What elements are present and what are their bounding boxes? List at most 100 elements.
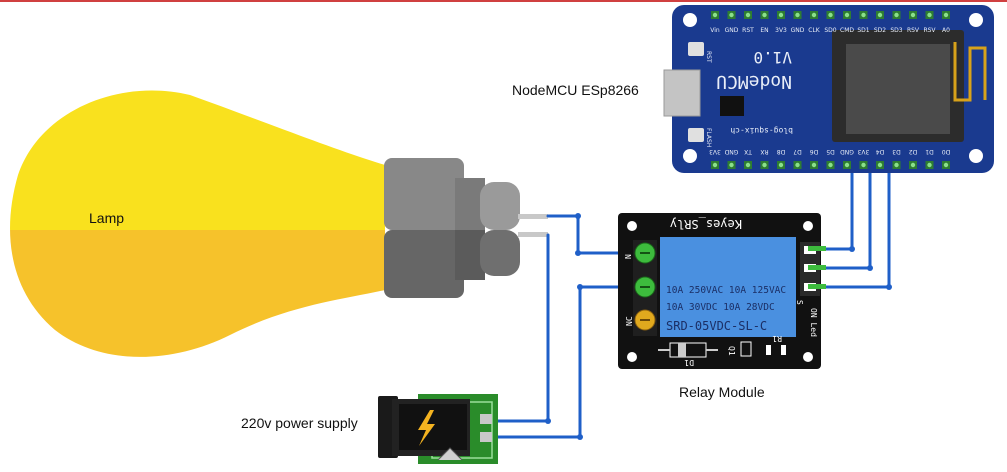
top-header-pin-label: CLK bbox=[808, 27, 821, 34]
top-header-pin-dot bbox=[844, 12, 850, 18]
top-header-pin-dot bbox=[877, 12, 883, 18]
bottom-header-pin-dot bbox=[712, 162, 718, 168]
top-header-pin-dot bbox=[910, 12, 916, 18]
top-header-pin-dot bbox=[712, 12, 718, 18]
bottom-header-pin-dot bbox=[910, 162, 916, 168]
top-header-pin-dot bbox=[762, 12, 767, 18]
top-header-pin-dot bbox=[795, 12, 800, 18]
bottom-header-pin-label: D3 bbox=[892, 148, 901, 155]
s-label: S bbox=[795, 300, 804, 305]
bottom-header-pin-dot bbox=[828, 162, 833, 168]
nc-label: NC bbox=[625, 316, 634, 326]
wire-relay-com-to-supply bbox=[496, 285, 645, 439]
bottom-header-pin-label: D7 bbox=[793, 148, 802, 155]
no-label: N bbox=[624, 254, 633, 259]
power-supply-label: 220v power supply bbox=[241, 415, 358, 431]
wire-joints bbox=[545, 213, 892, 440]
r1-label: R1 bbox=[772, 334, 782, 343]
socket-pin-top bbox=[518, 214, 548, 219]
top-header-pin-label: CMD bbox=[840, 27, 854, 34]
top-header-pin-label: 3V3 bbox=[775, 27, 787, 34]
bottom-header-pin-label: D5 bbox=[826, 148, 835, 155]
nodemcu-title: NodeMCU bbox=[716, 71, 792, 92]
bottom-header-pin-label: D0 bbox=[942, 148, 951, 155]
wire-relay-vcc-to-mcu bbox=[816, 168, 872, 270]
top-header-pin-label: SD2 bbox=[874, 27, 886, 34]
top-header-pin-dot bbox=[943, 12, 949, 18]
bottom-header-pin-dot bbox=[811, 162, 817, 168]
bulb-bottom-half bbox=[10, 230, 386, 357]
relay-rating-1: 10A 250VAC 10A 125VAC bbox=[666, 285, 786, 296]
bottom-header-pin-label: D2 bbox=[909, 148, 918, 155]
relay-module: 10A 250VAC 10A 125VAC 10A 30VDC 10A 28VD… bbox=[618, 213, 826, 369]
top-header-pin-label: RSV bbox=[923, 27, 936, 34]
bottom-header-pin-label: D6 bbox=[810, 148, 819, 155]
bottom-header-pin-label: RX bbox=[760, 148, 768, 155]
relay-brand: Keyes_SRly bbox=[670, 217, 742, 231]
transistor-q1 bbox=[740, 341, 752, 357]
d1-label: D1 bbox=[684, 358, 694, 367]
bottom-header-pin-label: GND bbox=[724, 148, 738, 155]
lightning-icon bbox=[418, 410, 435, 446]
bottom-header-pin-dot bbox=[943, 162, 949, 168]
top-header-pin-label: RST bbox=[742, 27, 754, 34]
socket-pin-bottom bbox=[518, 232, 548, 237]
bulb-top-half bbox=[10, 90, 386, 230]
lamp-bulb bbox=[10, 90, 386, 357]
top-header-pin-dot bbox=[778, 12, 784, 18]
top-header-pin-label: GND bbox=[725, 27, 739, 34]
bottom-header-pin-dot bbox=[861, 162, 866, 168]
bottom-header-pin-dot bbox=[778, 162, 784, 168]
top-header-pin-dot bbox=[745, 12, 751, 18]
top-header-pin-dot bbox=[828, 12, 833, 18]
top-header-pin-label: SD1 bbox=[857, 27, 869, 34]
bottom-header-pin-label: 3V3 bbox=[857, 148, 869, 155]
bottom-header-pin-dot bbox=[729, 162, 734, 168]
top-header-pin-label: SD0 bbox=[824, 27, 836, 34]
led-label: ON Led bbox=[809, 308, 818, 337]
top-header-pin-dot bbox=[861, 12, 866, 18]
top-header-pin-dot bbox=[894, 12, 899, 18]
relay-rating-2: 10A 30VDC 10A 28VDC bbox=[666, 302, 775, 313]
rst-label: RST bbox=[705, 51, 712, 63]
relay-body bbox=[660, 237, 796, 337]
flash-label: FLASH bbox=[705, 128, 712, 147]
bottom-header-pin-dot bbox=[877, 162, 883, 168]
top-header-pin-label: A0 bbox=[942, 27, 950, 34]
top-header-pin-dot bbox=[927, 12, 932, 18]
bottom-header-pin-label: GND bbox=[840, 148, 854, 155]
bottom-header-pin-label: D1 bbox=[925, 148, 934, 155]
top-header-pin-label: EN bbox=[760, 27, 768, 34]
top-header-pin-label: SD3 bbox=[890, 27, 902, 34]
bottom-header-pin-label: 3V3 bbox=[709, 148, 721, 155]
flash-button bbox=[688, 128, 704, 142]
relay-module-label: Relay Module bbox=[679, 384, 765, 400]
bottom-header-pin-label: D4 bbox=[876, 148, 885, 155]
usb-port bbox=[663, 69, 701, 117]
bottom-header-pin-dot bbox=[762, 162, 767, 168]
relay-model: SRD-05VDC-SL-C bbox=[666, 319, 767, 333]
bottom-header-pin-label: TX bbox=[744, 148, 753, 155]
q1-label: Q1 bbox=[727, 346, 736, 356]
bottom-header-pin-dot bbox=[795, 162, 800, 168]
wire-lamp-to-relay-no bbox=[546, 214, 645, 255]
top-header-pin-label: Vin bbox=[710, 27, 720, 34]
lamp-socket bbox=[384, 158, 548, 298]
lamp-label: Lamp bbox=[89, 210, 124, 226]
wire-relay-gnd-to-mcu bbox=[816, 168, 854, 251]
usb-chip bbox=[720, 96, 744, 116]
bottom-header-pin-dot bbox=[745, 162, 751, 168]
bottom-header-pin-dot bbox=[844, 162, 850, 168]
top-header-pin-dot bbox=[811, 12, 817, 18]
antenna-trace bbox=[953, 42, 987, 102]
top-header-pin-label: GND bbox=[791, 27, 805, 34]
nodemcu-version: V1.0 bbox=[753, 48, 792, 67]
diode-d1 bbox=[669, 342, 707, 358]
bottom-header-pin-dot bbox=[927, 162, 932, 168]
top-header-pin-dot bbox=[729, 12, 734, 18]
power-supply-jack bbox=[378, 394, 498, 464]
